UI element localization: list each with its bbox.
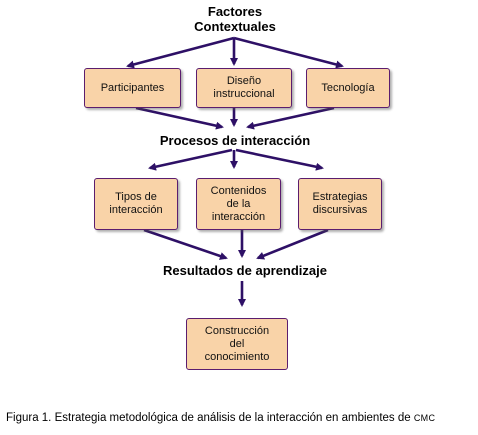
arrow-tipos-to-resultados — [143, 228, 228, 260]
box-construccion-del-conocimiento: Construcción del conocimiento — [186, 318, 288, 370]
arrow-estrategias-to-resultados — [256, 228, 329, 260]
box-participantes: Participantes — [84, 68, 181, 108]
top-heading: Factores Contextuales — [194, 4, 276, 34]
arrow-procesos-to-tipos — [148, 148, 233, 171]
arrow-factores-to-participantes — [126, 36, 235, 69]
middle-heading: Procesos de interacción — [159, 133, 311, 148]
caption-text: Figura 1. Estrategia metodológica de aná… — [6, 412, 414, 424]
arrow-procesos-to-estrategias — [235, 148, 324, 171]
box-diseno-instruccional: Diseño instruccional — [196, 68, 292, 108]
lower-heading: Resultados de aprendizaje — [163, 263, 327, 278]
arrow-tecnologia-to-procesos — [246, 106, 335, 130]
box-contenidos-de-la-interaccion: Contenidos de la interacción — [196, 178, 281, 230]
arrow-factores-to-tecnologia — [233, 36, 344, 69]
box-tipos-de-interaccion: Tipos de interacción — [94, 178, 178, 230]
caption-acronym: CMC — [413, 413, 436, 423]
box-estrategias-discursivas: Estrategias discursivas — [298, 178, 382, 230]
box-tecnologia: Tecnología — [306, 68, 390, 108]
arrow-participantes-to-procesos — [135, 106, 224, 130]
figure-caption: Figura 1. Estrategia metodológica de aná… — [6, 412, 474, 424]
